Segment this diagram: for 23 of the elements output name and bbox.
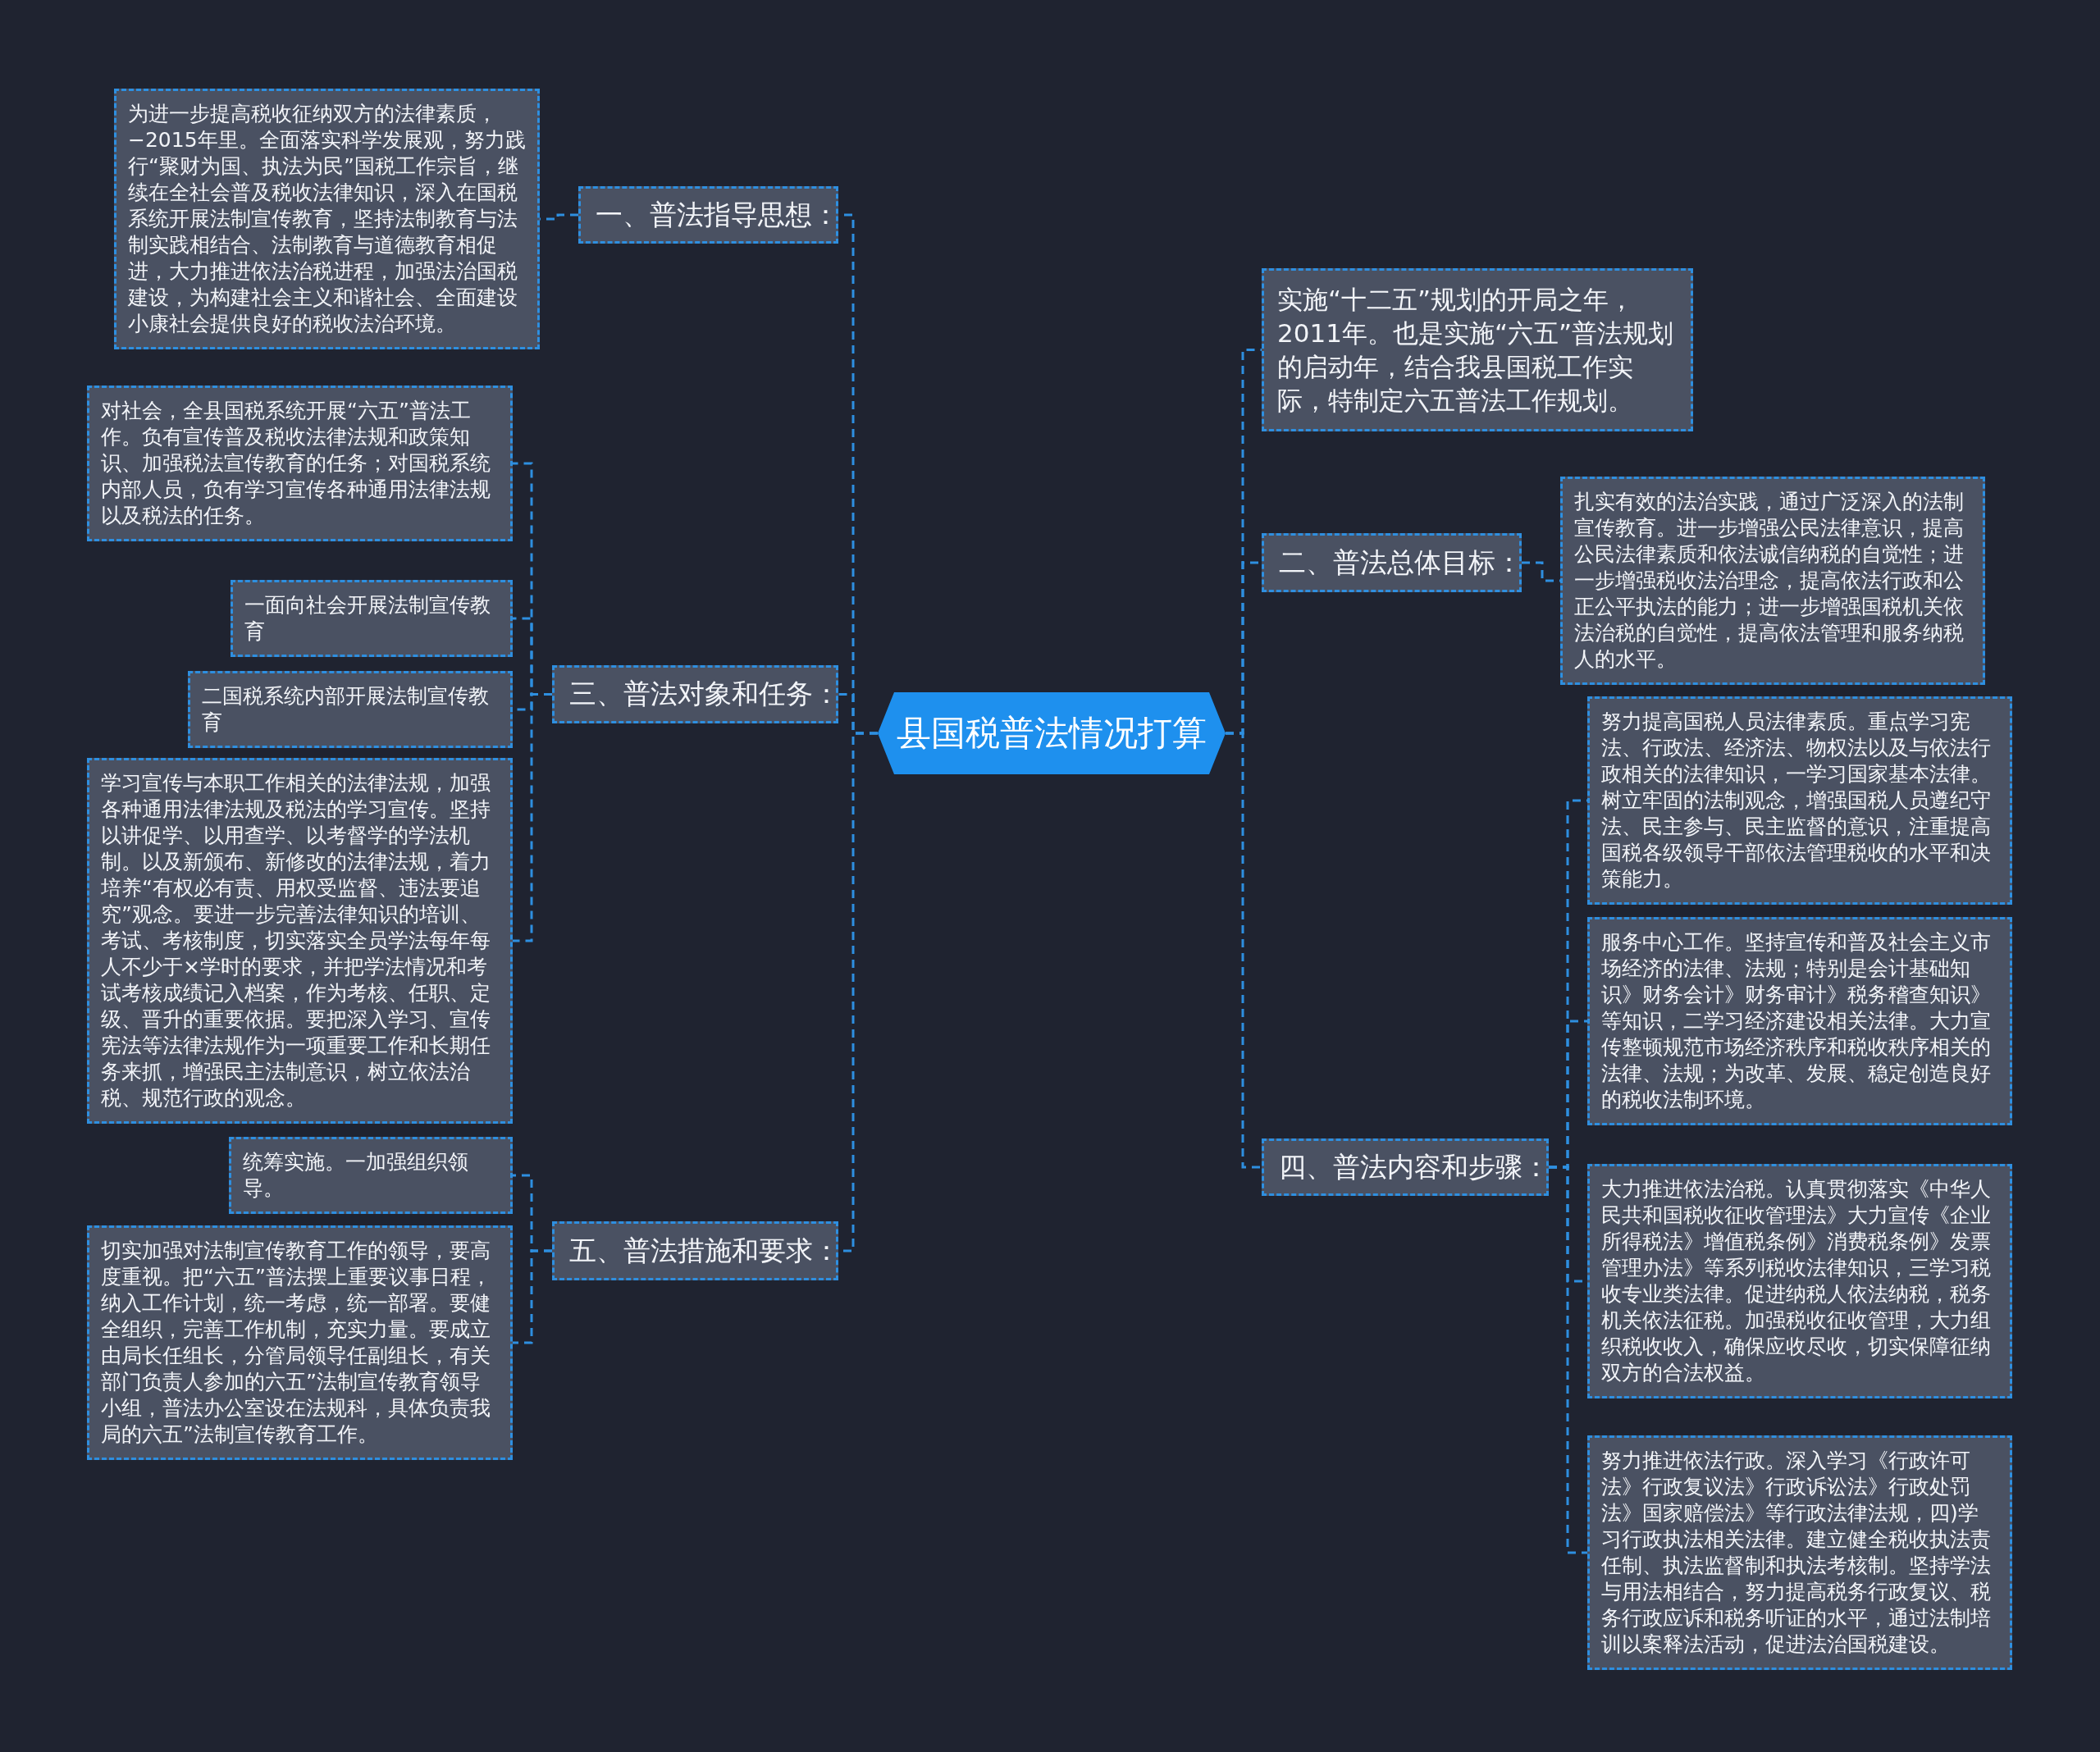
note-box: 学习宣传与本职工作相关的法律法规，加强各种通用法律法规及税法的学习宣传。坚持以讲促学、以用查学、以考督学的学法机制。以及新颁布、新修改的法律法规，着力培养“有权必有责、用权受监督、违法要追究”观念。要进一步完善法律知识的培训、考试、考核制度，切实落实全员学法每年每人不少于×学时的要求，并把学法情况和考试考核成绩记入档案，作为考核、任职、定级、晋升的重要依据。要把深入学习、宣传宪法等法律法规作为一项重要工作和长期任务来抓，增强民主法制意识，树立依法治税、规范行政的观念。 [87, 758, 513, 1124]
note-box: 一面向社会开展法制宣传教育 [231, 580, 513, 657]
section-heading-box: 一、普法指导思想： [578, 186, 838, 244]
section-heading-box: 三、普法对象和任务： [552, 665, 838, 723]
note-box: 对社会，全县国税系统开展“六五”普法工作。负有宣传普及税收法律法规和政策知识、加强税法宣传教育的任务；对国税系统内部人员，负有学习宣传各种通用法律法规以及税法的任务。 [87, 386, 513, 541]
note-box: 努力推进依法行政。深入学习《行政许可法》行政复议法》行政诉讼法》行政处罚法》国家赔偿法》等行政法律法规，四)学习行政执法相关法律。建立健全税收执法责任制、执法监督制和执法考核制。坚持学法与用法相结合，努力提高税务行政复议、税务行政应诉和税务听证的水平，通过法制培训以案释法活动，促进法治国税建设。 [1587, 1435, 2012, 1670]
connector-line [1226, 732, 1262, 1169]
connector-line [513, 693, 552, 942]
note-box: 大力推进依法治税。认真贯彻落实《中华人民共和国税收征收管理法》大力宣传《企业所得税法》增值税条例》消费税条例》发票管理办法》等系列税收法律知识，三学习税收专业类法律。促进纳税人依法纳税，税务机关依法征税。加强税收征收管理，大力组织税收收入，确保应收尽收，切实保障征纳双方的合法权益。 [1587, 1164, 2012, 1398]
note-box: 服务中心工作。坚持宣传和普及社会主义市场经济的法律、法规；特别是会计基础知识》财务会计》财务审计》税务稽查知识》等知识，二学习经济建设相关法律。大力宣传整顿规范市场经济秩序和税收秩序相关的法律、法规；为改革、发展、稳定创造良好的税收法制环境。 [1587, 917, 2012, 1125]
connector-line [513, 1249, 552, 1344]
note-box: 统筹实施。一加强组织领导。 [229, 1137, 513, 1214]
note-box: 扎实有效的法治实践，通过广泛深入的法制宣传教育。进一步增强公民法律意识，提高公民法律素质和依法诚信纳税的自觉性；进一步增强税收法治理念，提高依法行政和公正公平执法的能力；进一步增强国税机关依法治税的自觉性，提高依法管理和服务纳税人的水平。 [1560, 477, 1985, 685]
connector-line [1549, 1166, 1587, 1554]
note-box: 二国税系统内部开展法制宣传教育 [188, 671, 513, 748]
note-box: 为进一步提高税收征纳双方的法律素质，−2015年里。全面落实科学发展观，努力践行“聚财为国、执法为民”国税工作宗旨，继续在全社会普及税收法律知识，深入在国税系统开展法制宣传教育，坚持法制教育与法制实践相结合、法制教育与道德教育相促进，大力推进依法治税进程，加强法治国税建设，为构建社会主义和谐社会、全面建设小康社会提供良好的税收法治环境。 [114, 89, 540, 349]
note-box: 实施“十二五”规划的开局之年，2011年。也是实施“六五”普法规划的启动年，结合我县国税工作实际，特制定六五普法工作规划。 [1262, 268, 1693, 431]
section-heading-box: 二、普法总体目标： [1262, 533, 1522, 592]
section-heading-box: 四、普法内容和步骤： [1262, 1138, 1549, 1196]
note-box: 努力提高国税人员法律素质。重点学习宪法、行政法、经济法、物权法以及与依法行政相关的法律知识，一学习国家基本法律。树立牢固的法制观念，增强国税人员遵纪守法、民主参与、民主监督的意识，注重提高国税各级领导干部依法管理税收的水平和决策能力。 [1587, 696, 2012, 905]
note-box: 切实加强对法制宣传教育工作的领导，要高度重视。把“六五”普法摆上重要议事日程，纳入工作计划，统一考虑，统一部署。要健全组织，完善工作机制，充实力量。要成立由局长任组长，分管局领导任副组长，有关部门负责人参加的六五”法制宣传教育领导小组，普法办公室设在法规科，具体负责我局的六五”法制宣传教育工作。 [87, 1225, 513, 1460]
central-topic: 县国税普法情况打算 [878, 692, 1226, 774]
section-heading-box: 五、普法措施和要求： [552, 1221, 838, 1280]
